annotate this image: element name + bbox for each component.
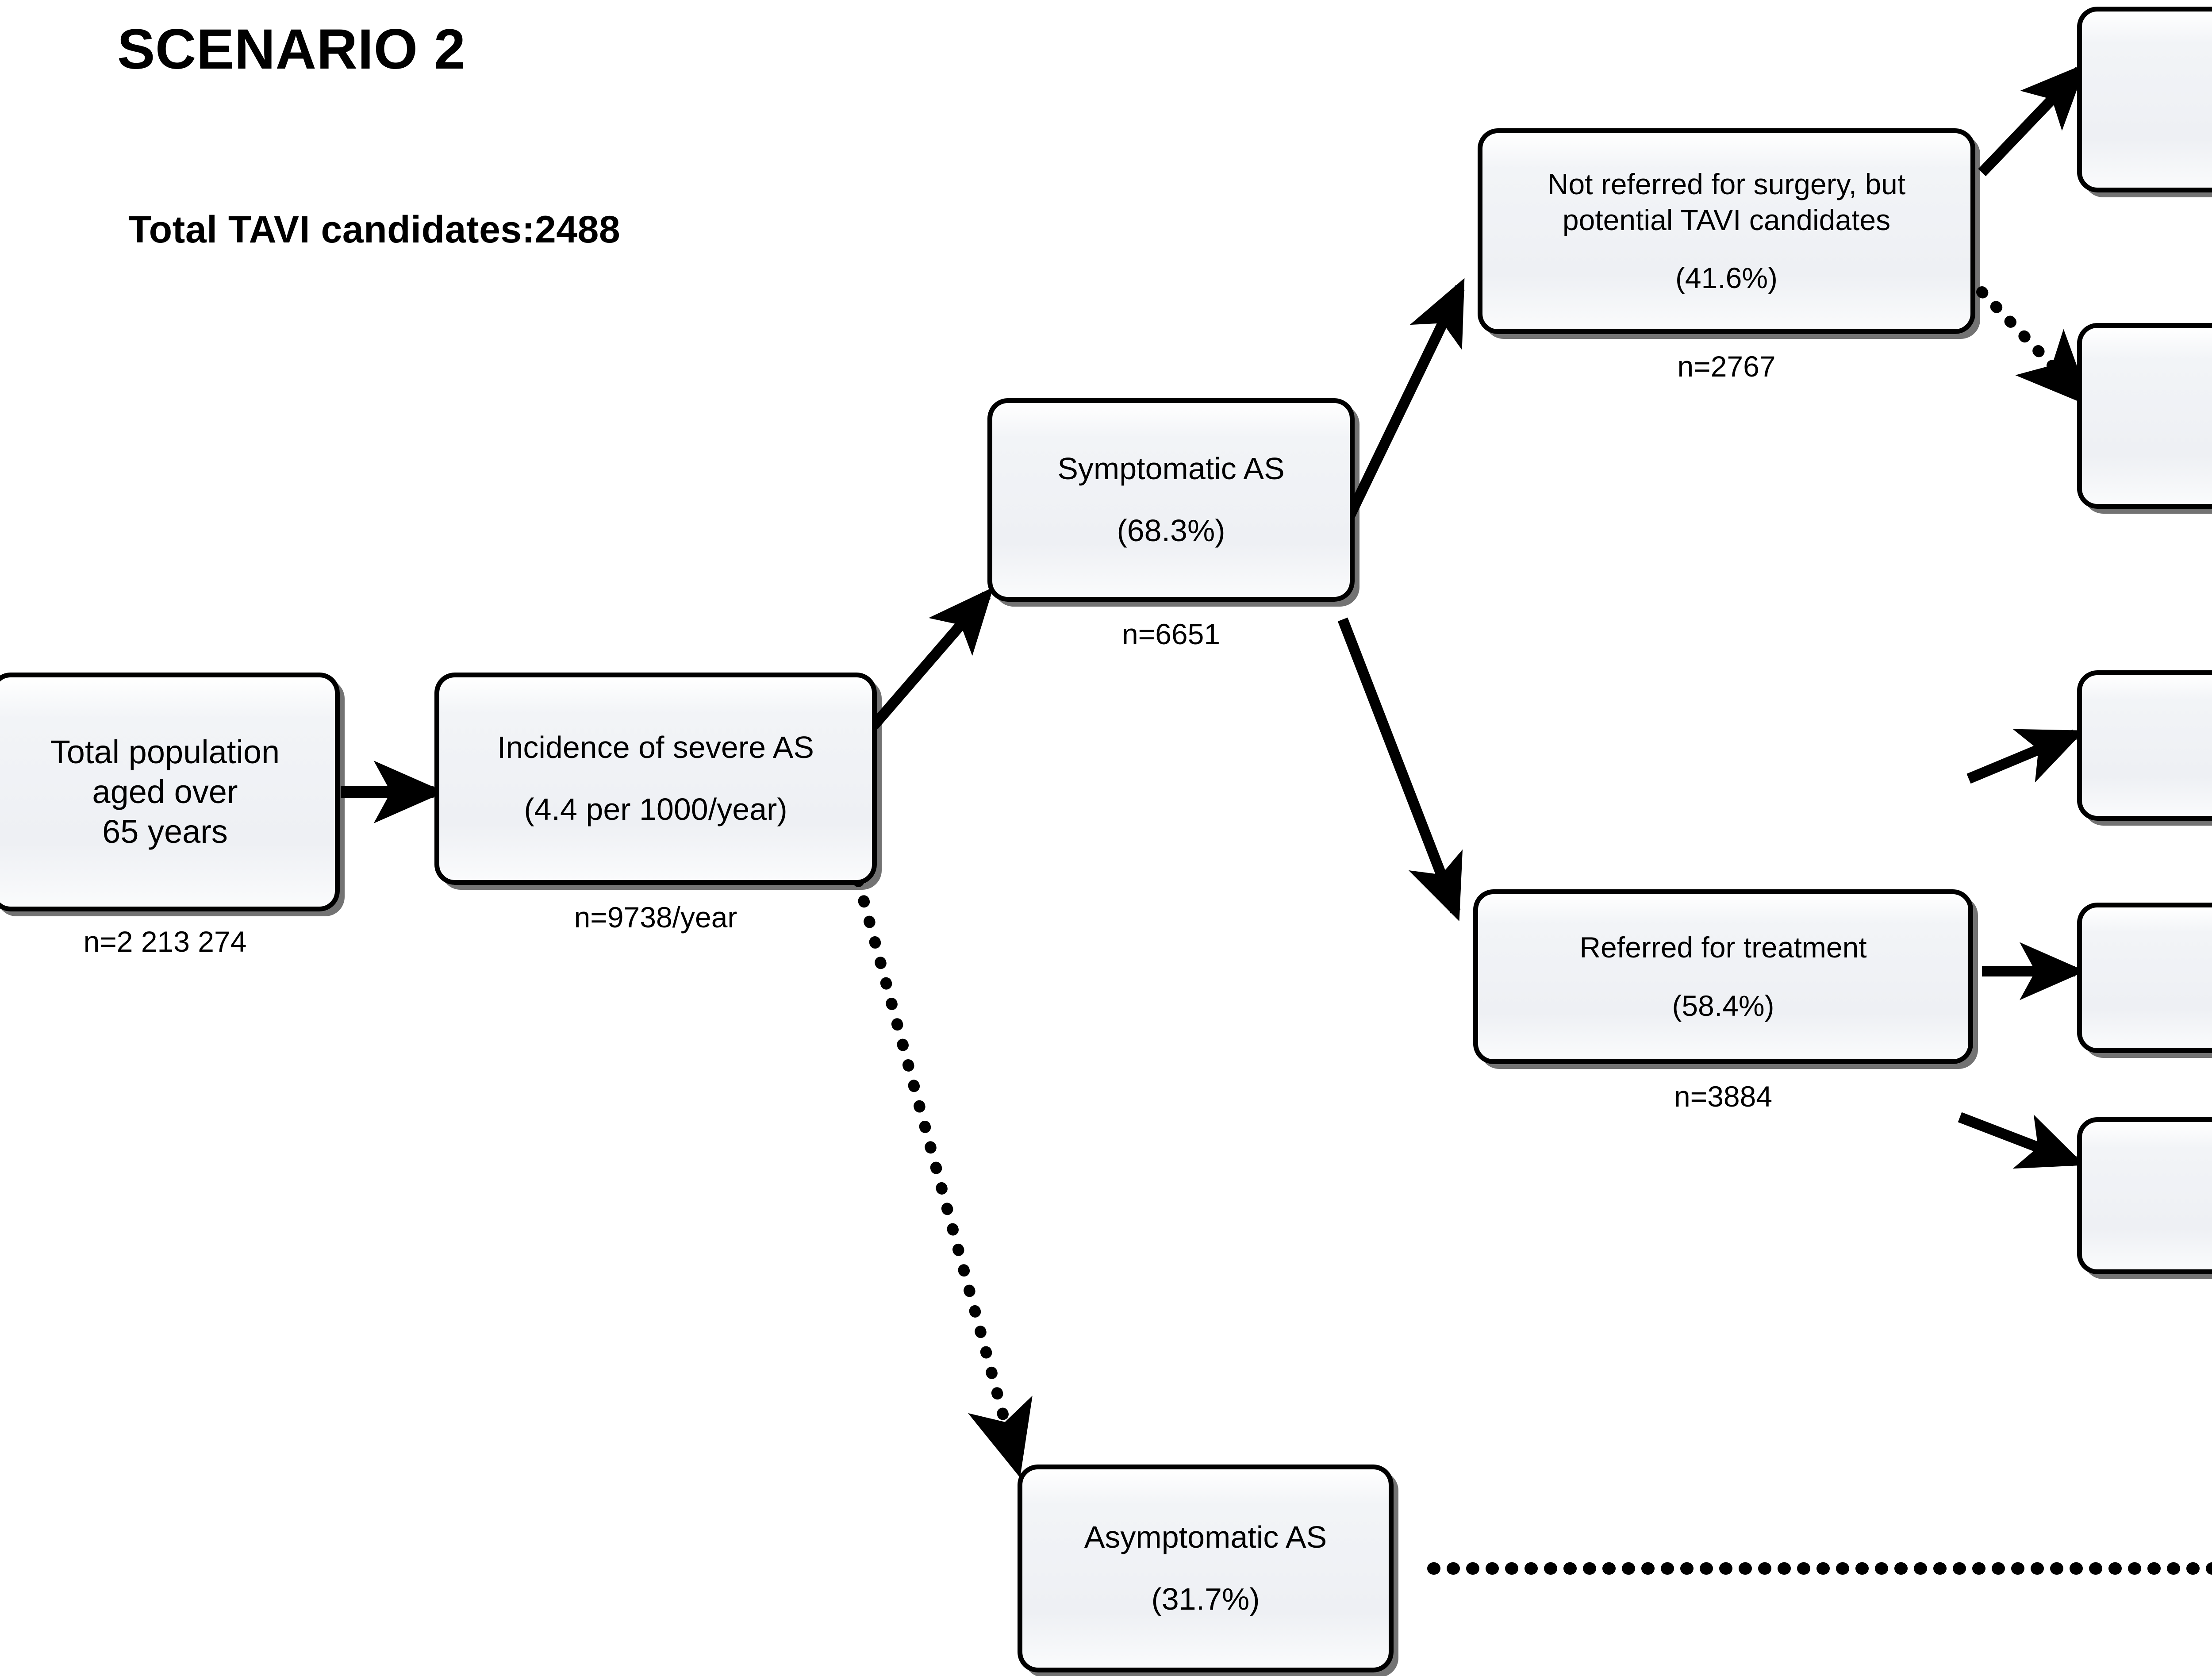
caption-low-risk: n=3103: [2077, 1345, 2212, 1379]
node-label-line1: High risk: [2082, 696, 2212, 733]
node-label-line2: potential TAVI candidates: [1562, 203, 1891, 236]
node-label-line1: Not referred for surgery, but: [1547, 167, 1906, 200]
node-percent: (6.2%): [2082, 757, 2212, 795]
node-symptomatic-as[interactable]: Symptomatic AS (68.3%): [987, 398, 1355, 602]
caption-total-population: n=2 213 274: [83, 925, 247, 958]
edge-referred-to-low-risk: [1958, 1112, 2085, 1169]
node-treated-with-tavi[interactable]: Treated with TAVI (61.7%): [2077, 7, 2212, 192]
node-label-line1: Referred for treatment: [1579, 931, 1867, 964]
total-candidates-label: Total TAVI candidates:2488: [128, 208, 621, 251]
caption-referred: n=3884: [1674, 1080, 1773, 1113]
node-not-treated-with-tavi[interactable]: Not treated with TAVI or other intervent…: [2077, 323, 2212, 509]
node-label-line1: Total population: [50, 733, 280, 770]
caption-symptomatic-as: n=6651: [1121, 618, 1221, 650]
node-label-line1: Treated with TAVI: [2082, 53, 2212, 88]
node-label-line2: aged over: [92, 773, 238, 810]
node-percent: (31.7%): [1151, 1582, 1260, 1617]
node-high-risk[interactable]: High risk (6.2%): [2077, 670, 2212, 821]
edge-symptomatic-to-referred: [1337, 617, 1463, 922]
node-percent: (68.3%): [1117, 513, 1225, 548]
node-low-risk[interactable]: Low risk (13.9%): [2077, 1117, 2212, 1274]
edge-not-referred-to-treated: [1978, 63, 2087, 177]
node-label-line1: Not treated with TAVI or: [2082, 351, 2212, 387]
edge-incidence-to-asymptomatic: [853, 875, 1033, 1478]
edge-incidence-to-symptomatic: [869, 587, 994, 729]
node-label-line2: other intervention: [2082, 387, 2212, 423]
caption-not-referred: n=2767: [1677, 350, 1776, 383]
node-rate: (4.4 per 1000/year): [524, 792, 787, 827]
node-incidence[interactable]: Incidence of severe AS (4.4 per 1000/yea…: [434, 673, 877, 885]
node-label-line1: Incidence of severe AS: [497, 730, 814, 765]
node-asymptomatic-as[interactable]: Asymptomatic AS (31.7%): [1018, 1465, 1394, 1672]
node-label-line1: INTERMEDIATE RISK: [2082, 930, 2212, 966]
caption-incidence: n=9738/year: [574, 901, 737, 934]
node-label-line1: Low risk: [2082, 1146, 2212, 1184]
node-referred-for-treatment[interactable]: Referred for treatment (58.4%): [1473, 889, 1973, 1064]
edge-referred-to-high-risk: [1966, 729, 2085, 784]
node-label-line3: 65 years: [102, 813, 228, 850]
node-intermediate-risk[interactable]: INTERMEDIATE RISK (13.9%): [2077, 903, 2212, 1053]
node-percent: (61.7%): [2082, 111, 2212, 147]
edge-not-referred-to-not-treated: [1976, 286, 2092, 407]
node-label-line1: Asymptomatic AS: [1084, 1520, 1327, 1555]
node-not-referred-for-surgery[interactable]: Not referred for surgery, but potential …: [1478, 128, 1975, 334]
caption-intermediate-risk: n=540: [2077, 1062, 2212, 1096]
caption-treated-with-tavi: n=1707: [2077, 206, 2212, 239]
page-title: SCENARIO 2: [117, 18, 466, 81]
caption-not-treated-with-tavi: n=1060: [2077, 520, 2212, 554]
node-percent: (13.9%): [2082, 1208, 2212, 1245]
node-total-population[interactable]: Total population aged over 65 years: [0, 673, 340, 911]
caption-high-risk: n=241: [2077, 832, 2212, 865]
edge-symptomatic-to-not-referred: [1341, 278, 1465, 527]
node-percent: (13.9%): [2082, 990, 2212, 1026]
node-label-line1: Symptomatic AS: [1057, 451, 1285, 486]
node-percent: (41.6%): [1675, 261, 1778, 295]
node-percent: (38.3%): [2082, 445, 2212, 481]
node-percent: (58.4%): [1672, 989, 1774, 1023]
